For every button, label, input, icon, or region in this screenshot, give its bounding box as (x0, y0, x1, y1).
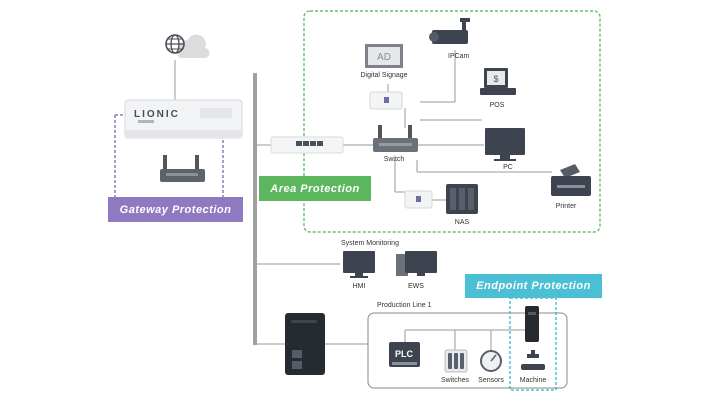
label-switch: Switch (384, 156, 405, 163)
pc-icon (485, 128, 525, 161)
ip-camera-icon (429, 18, 470, 44)
signage-screen-text: AD (377, 52, 391, 63)
plc-icon (389, 342, 420, 367)
switch-icon (373, 125, 418, 152)
label-switches: Switches (441, 377, 470, 384)
gateway-appliance-icon (124, 99, 243, 139)
sensor-gauge-icon (480, 350, 502, 372)
label-production-line: Production Line 1 (377, 302, 432, 309)
connection-lines (174, 50, 552, 350)
hmi-icon (343, 251, 375, 278)
gateway-protection-frame (114, 114, 224, 197)
label-hmi: HMI (353, 283, 366, 290)
label-nas: NAS (455, 219, 470, 226)
switches-icon (444, 349, 468, 373)
endpoint-agent-icon (525, 306, 539, 342)
plc-screen-text: PLC (395, 349, 414, 359)
production-line-frame (367, 312, 568, 389)
nas-agent-icon (404, 190, 433, 209)
nas-icon (446, 184, 478, 214)
din-rail-firewall-icon (285, 313, 325, 375)
area-protection-badge: Area Protection (259, 176, 371, 201)
agent-box-icon (369, 91, 403, 110)
area-protection-frame (303, 10, 601, 233)
label-machine: Machine (520, 377, 547, 384)
label-pos: POS (490, 102, 505, 109)
label-ews: EWS (408, 283, 424, 290)
gateway-protection-badge: Gateway Protection (108, 197, 243, 222)
backbone-line (253, 73, 257, 345)
pos-icon (480, 68, 516, 95)
label-ipcam: IPCam (448, 53, 470, 60)
endpoint-protection-badge: Endpoint Protection (465, 274, 602, 298)
label-printer: Printer (556, 203, 577, 210)
ews-icon (396, 251, 437, 276)
endpoint-protection-frame (509, 297, 557, 391)
label-sensors: Sensors (478, 377, 504, 384)
globe-cloud-icon (165, 34, 210, 59)
area-switch-icon (270, 136, 344, 154)
pos-symbol: $ (493, 74, 498, 84)
label-system-monitoring: System Monitoring (341, 240, 399, 247)
printer-icon (551, 164, 591, 196)
digital-signage-icon (365, 44, 403, 68)
label-pc: PC (503, 164, 513, 171)
label-digital-signage: Digital Signage (360, 72, 407, 79)
router-icon (160, 155, 205, 182)
machine-icon (521, 350, 545, 370)
gateway-logo: LIONIC (134, 109, 180, 120)
